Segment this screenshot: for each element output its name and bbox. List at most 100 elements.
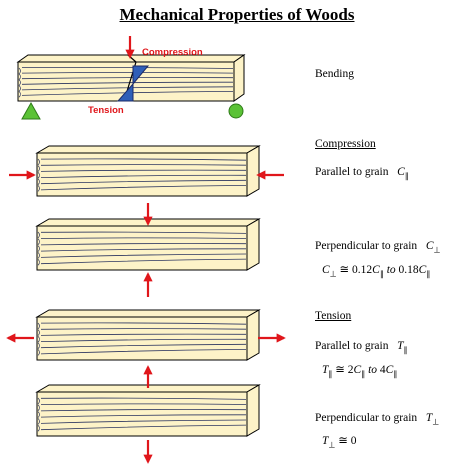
compression-perp-block-side-face (246, 218, 260, 271)
compression-parallel-block-end-grain (37, 171, 40, 179)
compression-perp-block-end-grain (37, 238, 40, 246)
f2-t-sub: ∥ (328, 369, 333, 379)
pin-support-triangle (21, 101, 41, 120)
compression-perp-block-grain-line (40, 243, 247, 246)
tension-parallel-block (35, 309, 261, 361)
f2-c-sub: ∥ (361, 369, 366, 379)
f2-c2-sub: ∥ (393, 369, 398, 379)
tension-perp-block-end-grain (37, 404, 40, 412)
compression-heading: Compression (315, 138, 376, 150)
c-perp-symbol: C (425, 240, 434, 252)
compression-stress-wedge (132, 65, 150, 86)
compression-parallel-block-grain-line (40, 164, 247, 166)
tension-parallel-block-top-face (35, 309, 261, 318)
tension-perp-block-grain-line (40, 397, 247, 400)
f2-to: to (368, 364, 378, 376)
bending-beam-side-face (233, 54, 245, 102)
compression-parallel-block-grain-line (40, 179, 247, 185)
roller-support-circle (228, 103, 244, 119)
tension-perp-block-grain-line (40, 419, 247, 424)
tension-zone-label: Tension (88, 105, 124, 116)
f1-c2-sub: ∥ (379, 269, 384, 279)
compression-parallel-block (35, 145, 261, 197)
bending-label: Bending (315, 68, 354, 80)
tension-perp-block-end-grain (37, 424, 40, 432)
tension-parallel-block-end-grain (37, 342, 40, 350)
f3-t: T (322, 435, 329, 447)
compression-perp-block-end-grain (37, 252, 40, 259)
compression-parallel-block-grain-line (40, 158, 247, 161)
f1-c: C (322, 264, 330, 276)
f3-rel: ≅ 0 (338, 435, 357, 447)
t-perp-symbol: T (425, 412, 433, 424)
f2-c: C (353, 364, 362, 376)
bending-beam-grain-line (21, 77, 234, 80)
bending-beam-grain-line (21, 72, 234, 74)
tension-perp-block-end-grain (37, 418, 40, 425)
bending-beam-end-grain (18, 79, 21, 86)
tension-perp-block-side-face (246, 384, 260, 437)
compression-parallel-block-end-grain (37, 178, 40, 186)
tension-stress-wedge (116, 82, 134, 102)
c-perp-formula: C⊥ ≅ 0.12C∥ to 0.18C∥ (322, 262, 430, 278)
compression-parallel-block-side-face (246, 145, 260, 197)
tension-parallel-block-grain-line (40, 349, 247, 355)
t-par-formula: T∥ ≅ 2C∥ to 4C∥ (322, 362, 397, 378)
tension-parallel-block-grain-line (40, 343, 247, 349)
compression-perp-block-end-grain (37, 245, 40, 252)
tension-parallel-block-end-grain (37, 335, 40, 343)
compression-zone-label: Compression (142, 47, 203, 58)
f2-c2: C (385, 364, 394, 376)
compression-perp-block-grain-line (40, 248, 247, 252)
perp-compression-label: Perpendicular to grain C⊥ (315, 240, 440, 254)
bending-beam-end-grain (18, 67, 21, 75)
c-parallel-symbol: C (397, 166, 405, 178)
f1-c3: C (418, 264, 427, 276)
compression-parallel-block-grain-line (40, 185, 247, 191)
f1-c-sub: ⊥ (329, 269, 337, 279)
tension-perp-block-end-grain (37, 397, 40, 405)
compression-perp-block-grain-line (40, 253, 247, 258)
c-parallel-sub: ∥ (404, 171, 409, 181)
parallel-compression-text: Parallel to grain (315, 166, 389, 178)
page-title: Mechanical Properties of Woods (119, 5, 355, 24)
perp-compression-text: Perpendicular to grain (315, 240, 418, 252)
t-parallel-sub: ∥ (403, 345, 408, 355)
perp-tension-label: Perpendicular to grain T⊥ (315, 412, 439, 426)
bending-beam-end-grain (18, 85, 21, 92)
bending-beam-end-grain (18, 90, 21, 98)
t-perp-sub: ⊥ (432, 417, 440, 427)
bending-beam (16, 54, 246, 102)
c-perp-sub: ⊥ (433, 245, 441, 255)
compression-parallel-block-end-grain (37, 165, 40, 172)
compression-perp-block-grain-line (40, 237, 247, 239)
bending-beam-end-grain (18, 73, 21, 81)
tension-perp-block-grain-line (40, 409, 247, 412)
compression-parallel-block-top-face (35, 145, 261, 154)
compression-perp-block-grain-line (40, 231, 247, 234)
perp-tension-text: Perpendicular to grain (315, 412, 418, 424)
compression-parallel-block-grain-line (40, 169, 247, 172)
f1-rel: ≅ 0.12 (339, 264, 373, 276)
f1-c2: C (372, 264, 380, 276)
f3-t-sub: ⊥ (328, 440, 336, 450)
tension-perp-block (35, 384, 261, 437)
tension-heading: Tension (315, 310, 352, 322)
tension-perp-block-grain-line (40, 414, 247, 418)
t-parallel-symbol: T (397, 340, 404, 352)
compression-perp-block-end-grain (37, 258, 40, 266)
f1-c3-sub: ∥ (426, 269, 431, 279)
bending-beam-grain-line (21, 81, 234, 85)
tension-perp-block-grain-line (40, 403, 247, 405)
f2-t: T (322, 364, 329, 376)
f2-end: 4 (379, 364, 386, 376)
parallel-tension-text: Parallel to grain (315, 340, 389, 352)
f2-rel: ≅ 2 (335, 364, 354, 376)
f1-to: to (386, 264, 396, 276)
tension-perp-block-grain-line (40, 424, 247, 431)
compression-parallel-block-end-grain (37, 158, 40, 166)
tension-parallel-block-side-face (246, 309, 260, 361)
compression-parallel-block-end-grain (37, 185, 40, 192)
compression-perp-block-end-grain (37, 231, 40, 239)
